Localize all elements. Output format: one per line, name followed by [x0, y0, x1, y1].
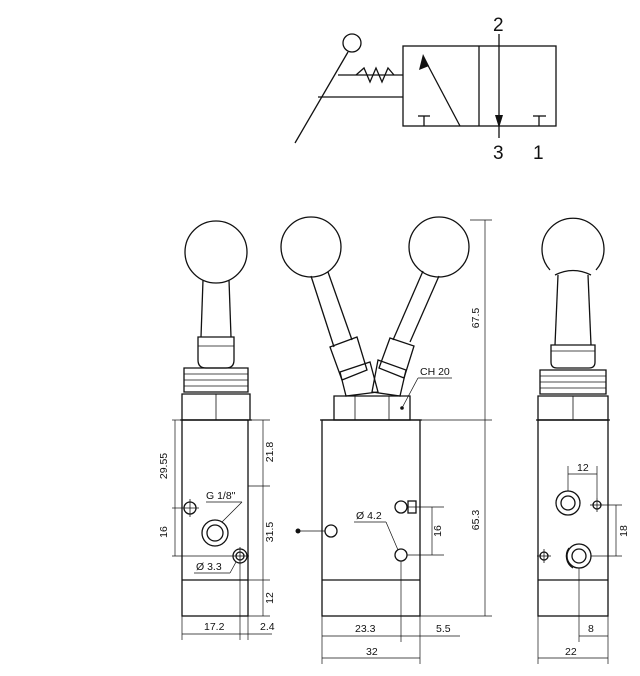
nut: [539, 369, 607, 395]
hole-label: Ø 4.2: [356, 510, 382, 522]
valve-symbol: 2 3 1: [294, 15, 557, 164]
port-outer: [566, 543, 592, 569]
lever-collar-left: [329, 336, 368, 381]
dim-21-8: 21.8: [264, 442, 276, 463]
port-outer: [555, 490, 581, 516]
valve-body: [537, 419, 609, 617]
spring: [355, 66, 395, 84]
hole-label: Ø 3.3: [196, 561, 222, 573]
flow-arrowhead: [495, 115, 503, 128]
flow-arrowhead: [419, 54, 429, 70]
lever-stem: [200, 279, 204, 338]
port-inner: [206, 524, 224, 542]
dim-29-55: 29.55: [158, 453, 170, 479]
dim-12: 12: [577, 462, 589, 474]
lever-ball: [184, 220, 248, 284]
lever-collar: [550, 344, 596, 369]
flow-arrow: [422, 55, 461, 127]
dim-67-5: 67.5: [470, 308, 482, 329]
dim-23-3: 23.3: [355, 623, 376, 635]
dim-22: 22: [565, 646, 577, 658]
dim-16: 16: [158, 526, 170, 538]
hex-label: CH 20: [420, 366, 450, 378]
lever-knob: [342, 33, 362, 53]
nut: [183, 367, 249, 393]
port-1-label: 1: [533, 143, 544, 164]
port-2-label: 2: [493, 15, 504, 36]
lever-stem-left: [310, 275, 335, 348]
lever-collar-right: [378, 337, 415, 379]
port-inner: [560, 495, 576, 511]
port-3-label: 3: [493, 143, 504, 164]
pivot-left: [339, 361, 379, 397]
dim-31-5: 31.5: [264, 522, 276, 543]
rear-view: 12 18 8 22: [536, 217, 630, 664]
port-inner: [571, 548, 587, 564]
valve-body: [321, 419, 421, 617]
dim-8: 8: [588, 623, 594, 635]
lever-collar: [197, 336, 235, 369]
hex-nut: [333, 395, 411, 421]
thread-label: G 1/8": [206, 490, 236, 502]
dim-18: 18: [618, 525, 630, 537]
port-outer: [201, 519, 229, 547]
dim-32: 32: [366, 646, 378, 658]
front-view: Ø 4.2 CH 20 16 67.5 65.3 23.3 5.5 32: [280, 216, 492, 664]
mount-hole: [324, 524, 338, 538]
side-view: 29.55 16 21.8 31.5 12 17.2 2.4 G 1/8" Ø …: [158, 220, 276, 640]
dim-65-3: 65.3: [470, 510, 482, 531]
dim-12: 12: [264, 592, 276, 604]
mount-hole: [394, 500, 408, 514]
dim-16: 16: [432, 525, 444, 537]
dim-5-5: 5.5: [436, 623, 451, 635]
valve-body: [181, 419, 249, 617]
lever-ball: [541, 217, 605, 271]
dim-17-2: 17.2: [204, 621, 225, 633]
lever-stem: [228, 279, 232, 338]
lever-stem: [554, 274, 559, 346]
lever-ball-left: [280, 216, 342, 278]
dim-2-4: 2.4: [260, 621, 275, 633]
lever-ball-right: [408, 216, 470, 278]
lever-stem-right: [409, 275, 440, 343]
mount-hole: [394, 548, 408, 562]
